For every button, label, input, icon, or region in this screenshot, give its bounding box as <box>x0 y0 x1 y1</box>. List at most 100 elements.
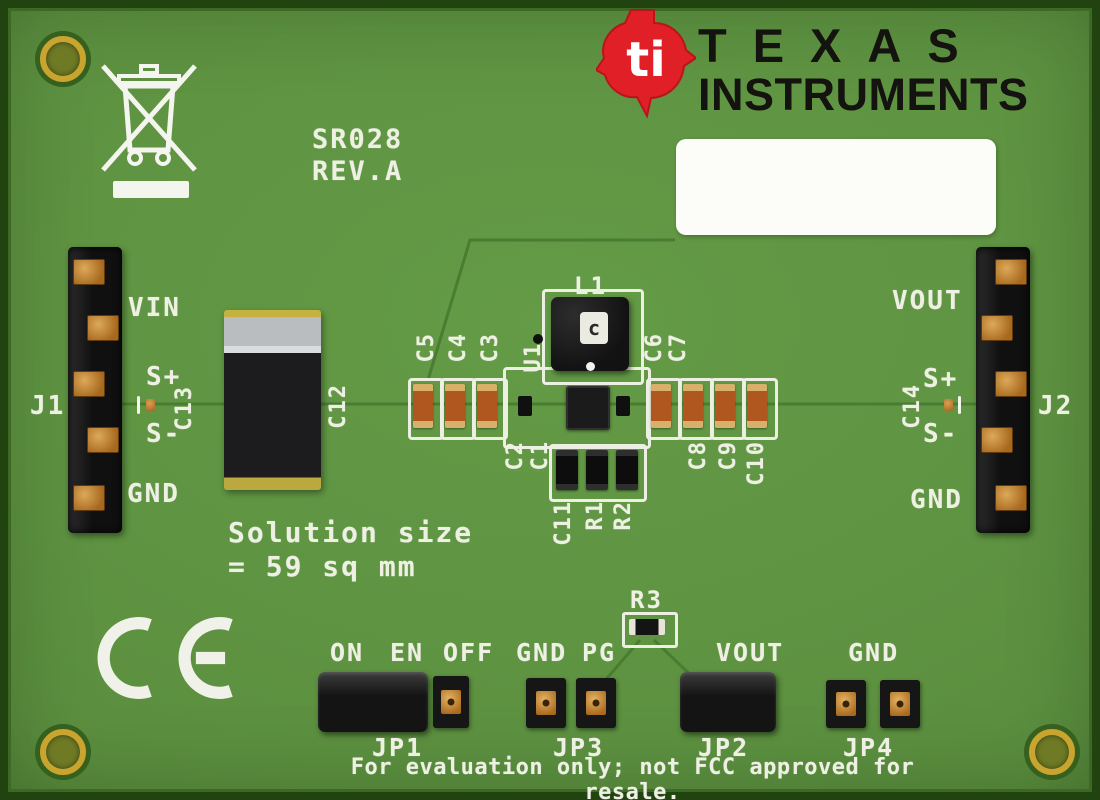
r1-label: R1 <box>583 500 608 531</box>
jp1-label-off: OFF <box>443 638 495 667</box>
sense-mark <box>958 396 961 414</box>
j2-label-gnd: GND <box>910 485 963 515</box>
capacitor-c4 <box>440 378 476 440</box>
resistor-r1 <box>586 450 608 490</box>
jp2-shunt <box>680 672 776 732</box>
r3-body <box>629 619 665 635</box>
smd-cap-body <box>413 384 433 428</box>
resistor-r3 <box>622 612 678 648</box>
u1-side-pad <box>616 396 630 416</box>
connector-j1 <box>68 247 122 533</box>
r3-label: R3 <box>630 586 663 614</box>
c11-label: C11 <box>551 500 576 546</box>
jp4-pin-1 <box>826 680 866 728</box>
c6-label: C6 <box>642 332 667 363</box>
jp3-label-pg: PG <box>582 638 617 667</box>
ti-monogram: ti <box>626 32 665 88</box>
jp4-pin-2 <box>880 680 920 728</box>
c8-label: C8 <box>686 440 711 471</box>
capacitor-c8 <box>710 378 746 440</box>
connector-pin <box>995 485 1027 511</box>
mounting-hole-bottom-left <box>40 729 86 775</box>
c2-label: C2 <box>503 440 528 471</box>
jp4-label-gnd: GND <box>848 638 900 667</box>
c13-pad <box>146 399 155 411</box>
pin-hole <box>542 699 550 707</box>
mounting-hole-top-left <box>40 36 86 82</box>
jp1-open-pin <box>433 676 469 728</box>
c10-label: C10 <box>744 440 769 486</box>
capacitor-c6 <box>646 378 682 440</box>
jp2-refdes: JP2 <box>698 733 750 762</box>
l1-polarity-dot <box>586 362 595 371</box>
brand-name-line1: TEXAS <box>698 19 985 72</box>
c7-label: C7 <box>666 332 691 363</box>
connector-pin <box>73 371 105 397</box>
c12-label: C12 <box>326 383 351 429</box>
jp4-refdes: JP4 <box>843 733 895 762</box>
connector-pin <box>981 427 1013 453</box>
pin-hole <box>592 699 600 707</box>
weee-bin-icon <box>101 64 197 172</box>
solution-size-line1: Solution size <box>228 516 474 549</box>
capacitor-c7 <box>678 378 714 440</box>
connector-pin <box>995 259 1027 285</box>
blank-label-sticker <box>676 139 996 235</box>
jp1-shunt <box>318 672 428 732</box>
r2-label: R2 <box>611 500 636 531</box>
jp3-refdes: JP3 <box>553 733 605 762</box>
pin-hole <box>896 700 904 708</box>
connector-pin <box>995 371 1027 397</box>
c14-label: C14 <box>900 383 925 429</box>
sense-mark <box>137 396 140 414</box>
jp1-label-on: ON <box>330 638 365 667</box>
capacitor-c5 <box>408 378 444 440</box>
smd-cap-body <box>651 384 671 428</box>
jp3-label-gnd: GND <box>516 638 568 667</box>
ce-mark <box>97 617 233 699</box>
board-rev-line2: REV.A <box>312 156 404 187</box>
c13-label: C13 <box>172 385 197 431</box>
resistor-r2 <box>616 450 638 490</box>
c14-pad <box>944 399 953 411</box>
smd-cap-body <box>445 384 465 428</box>
l1-marking: c <box>580 312 608 344</box>
mounting-hole-bottom-right <box>1029 729 1075 775</box>
l1-outline <box>542 289 644 385</box>
solution-size-line2: = 59 sq mm <box>228 550 417 583</box>
capacitor-c11 <box>556 450 578 490</box>
smd-cap-body <box>683 384 703 428</box>
c11-r1-r2-outline <box>549 444 647 502</box>
c5-label: C5 <box>414 332 439 363</box>
u1-side-pad <box>518 396 532 416</box>
j2-label-splus: S+ <box>923 364 959 394</box>
c9-label: C9 <box>716 440 741 471</box>
via-dot <box>533 334 543 344</box>
board-rev-line1: SR028 <box>312 124 404 155</box>
eval-notice: For evaluation only; not FCC approved fo… <box>350 755 915 800</box>
j1-label-vin: VIN <box>128 293 181 323</box>
weee-solid-bar <box>113 181 189 198</box>
smd-cap-body <box>747 384 767 428</box>
jp3-pin-1 <box>526 678 566 728</box>
connector-pin <box>87 427 119 453</box>
connector-j2 <box>976 247 1030 533</box>
smd-cap-body <box>477 384 497 428</box>
capacitor-c12 <box>224 310 321 490</box>
ti-logo-icon: ti <box>596 9 696 118</box>
smd-cap-body <box>715 384 735 428</box>
j1-label-sminus: S- <box>146 419 182 449</box>
j2-label-vout: VOUT <box>892 286 963 316</box>
j1-label-splus: S+ <box>146 362 182 392</box>
jp2-label-vout: VOUT <box>716 638 785 667</box>
connector-pin <box>87 315 119 341</box>
j1-label-gnd: GND <box>127 479 180 509</box>
connector-pin <box>73 259 105 285</box>
j1-refdes: J1 <box>30 391 66 421</box>
jp3-pin-2 <box>576 678 616 728</box>
capacitor-c3 <box>472 378 508 440</box>
connector-pin <box>981 315 1013 341</box>
c4-label: C4 <box>446 332 471 363</box>
l1-label: L1 <box>574 272 607 300</box>
